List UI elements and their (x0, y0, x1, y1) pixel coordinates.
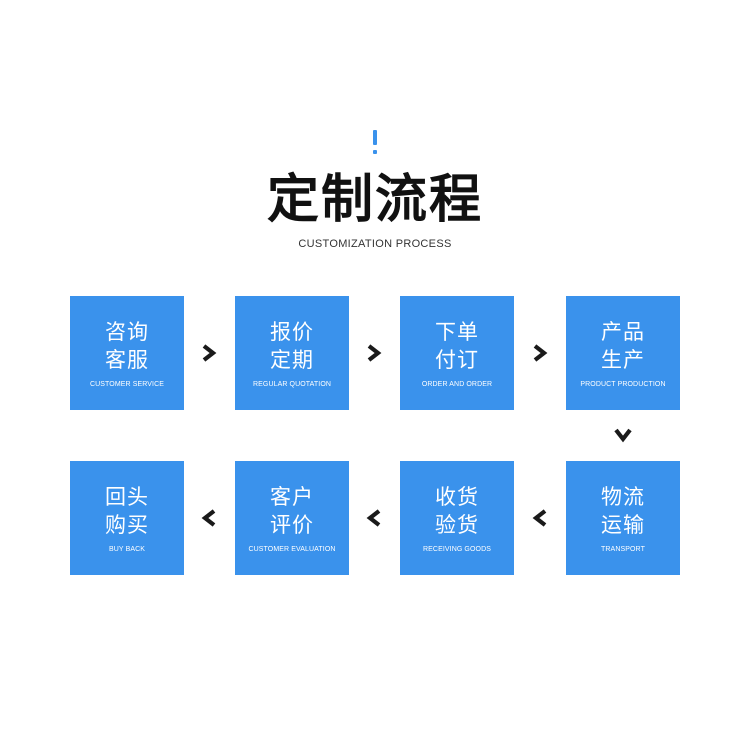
step-regular-quotation: 报价定期 REGULAR QUOTATION (235, 296, 349, 410)
step-title-line2: 验货 (435, 513, 479, 537)
chevron-right-icon (364, 343, 384, 363)
chevron-right-icon (530, 343, 550, 363)
chevron-left-icon (364, 508, 384, 528)
step-english-label: BUY BACK (108, 546, 146, 553)
step-title-line2: 付订 (435, 348, 479, 372)
step-english-label: TRANSPORT (601, 546, 645, 553)
step-product-production: 产品生产 PRODUCT PRODUCTION (566, 296, 680, 410)
step-title-line2: 定期 (270, 348, 314, 372)
page-subtitle: CUSTOMIZATION PROCESS (298, 238, 452, 250)
step-title-line1: 产品 (601, 320, 645, 344)
step-title-line2: 客服 (105, 348, 149, 372)
chevron-down-icon (613, 425, 633, 445)
step-english-label: PRODUCT PRODUCTION (580, 381, 666, 388)
exclamation-accent-icon (373, 130, 377, 154)
step-title-line1: 物流 (601, 485, 645, 509)
step-title-line2: 生产 (601, 348, 645, 372)
step-english-label: REGULAR QUOTATION (252, 381, 332, 388)
step-order: 下单付订 ORDER AND ORDER (400, 296, 514, 410)
chevron-right-icon (199, 343, 219, 363)
chevron-left-icon (199, 508, 219, 528)
page-title: 定制流程 (266, 170, 483, 230)
step-title-line1: 报价 (270, 320, 314, 344)
step-title-line1: 回头 (105, 485, 149, 509)
step-title-line2: 运输 (601, 513, 645, 537)
step-english-label: RECEIVING GOODS (422, 546, 491, 553)
step-title-line2: 评价 (270, 513, 314, 537)
step-title-line1: 收货 (435, 485, 479, 509)
step-transport: 物流运输 TRANSPORT (566, 461, 680, 575)
step-title-line1: 咨询 (105, 320, 149, 344)
step-title-line1: 客户 (270, 485, 314, 509)
chevron-left-icon (530, 508, 550, 528)
step-title-line1: 下单 (435, 320, 479, 344)
step-receiving-goods: 收货验货 RECEIVING GOODS (400, 461, 514, 575)
step-english-label: CUSTOMER SERVICE (89, 381, 165, 388)
step-customer-evaluation: 客户评价 CUSTOMER EVALUATION (235, 461, 349, 575)
step-title-line2: 购买 (105, 513, 149, 537)
step-customer-service: 咨询客服 CUSTOMER SERVICE (70, 296, 184, 410)
step-english-label: CUSTOMER EVALUATION (248, 546, 336, 553)
step-english-label: ORDER AND ORDER (421, 381, 493, 388)
step-buy-back: 回头购买 BUY BACK (70, 461, 184, 575)
